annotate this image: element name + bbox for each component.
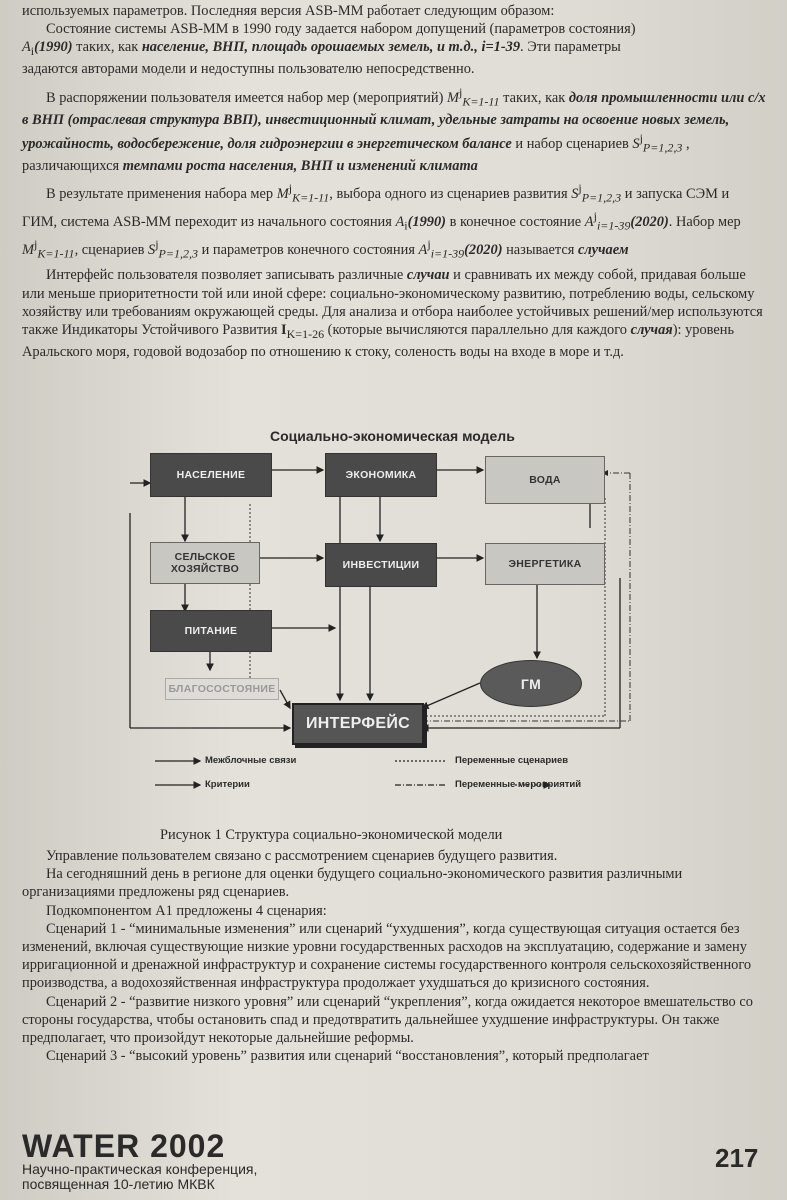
body-p5: Сценарий 2 - “развитие низкого уровня” и… [22,993,753,1047]
body-text: Управление пользователем связано с рассм… [22,847,767,1065]
intro-text: используемых параметров. Последняя верси… [22,2,767,361]
body-p1: Управление пользователем связано с рассм… [46,848,558,864]
legend-criteria: Критерии [205,779,250,790]
diagram-title: Социально-экономическая модель [270,428,515,444]
box-interface: ИНТЕРФЕЙС [292,703,424,745]
conference-logo: WATER 2002 [22,1128,226,1164]
para-1-line-1: используемых параметров. Последняя верси… [22,3,555,19]
box-nutrition: ПИТАНИЕ [150,610,272,652]
box-gm: ГМ [480,660,582,707]
legend-measure-vars: Переменные мероприятий [455,779,582,790]
para-2: В распоряжении пользователя имеется набо… [22,84,766,174]
figure-caption: Рисунок 1 Структура социально-экономичес… [160,827,503,843]
para-3: В результате применения набора мер MjK=1… [22,180,741,261]
legend-interblock: Межблочные связи [205,755,297,766]
para-4: Интерфейс пользователя позволяет записыв… [22,267,763,361]
para-1-line-3: Ai(1990) таких, как население, ВНП, площ… [22,39,621,59]
para-1-line-4: задаются авторами модели и недоступны по… [22,61,475,78]
para-1-line-2: Состояние системы ASB-MM в 1990 году зад… [46,21,636,38]
body-p6: Сценарий 3 - “высокий уровень” развития … [46,1048,649,1065]
box-investments: ИНВЕСТИЦИИ [325,543,437,587]
box-economy: ЭКОНОМИКА [325,453,437,497]
body-p3: Подкомпонентом А1 предложены 4 сценария: [46,902,327,919]
body-p4: Сценарий 1 - “минимальные изменения” или… [22,920,752,992]
box-population: НАСЕЛЕНИЕ [150,453,272,497]
model-diagram: Социально-экономическая модель [110,428,660,808]
box-welfare: БЛАГОСОСТОЯНИЕ [165,678,279,700]
diagram-connectors [129,466,631,789]
page-number: 217 [715,1143,759,1173]
box-water: ВОДА [485,456,605,504]
legend-scenario-vars: Переменные сценариев [455,755,569,766]
box-energy: ЭНЕРГЕТИКА [485,543,605,585]
conference-subtitle: Научно-практическая конференция, посвяще… [22,1161,258,1192]
body-p2: На сегодняшний день в регионе для оценки… [22,866,683,901]
box-agriculture: СЕЛЬСКОЕ ХОЗЯЙСТВО [150,542,260,584]
